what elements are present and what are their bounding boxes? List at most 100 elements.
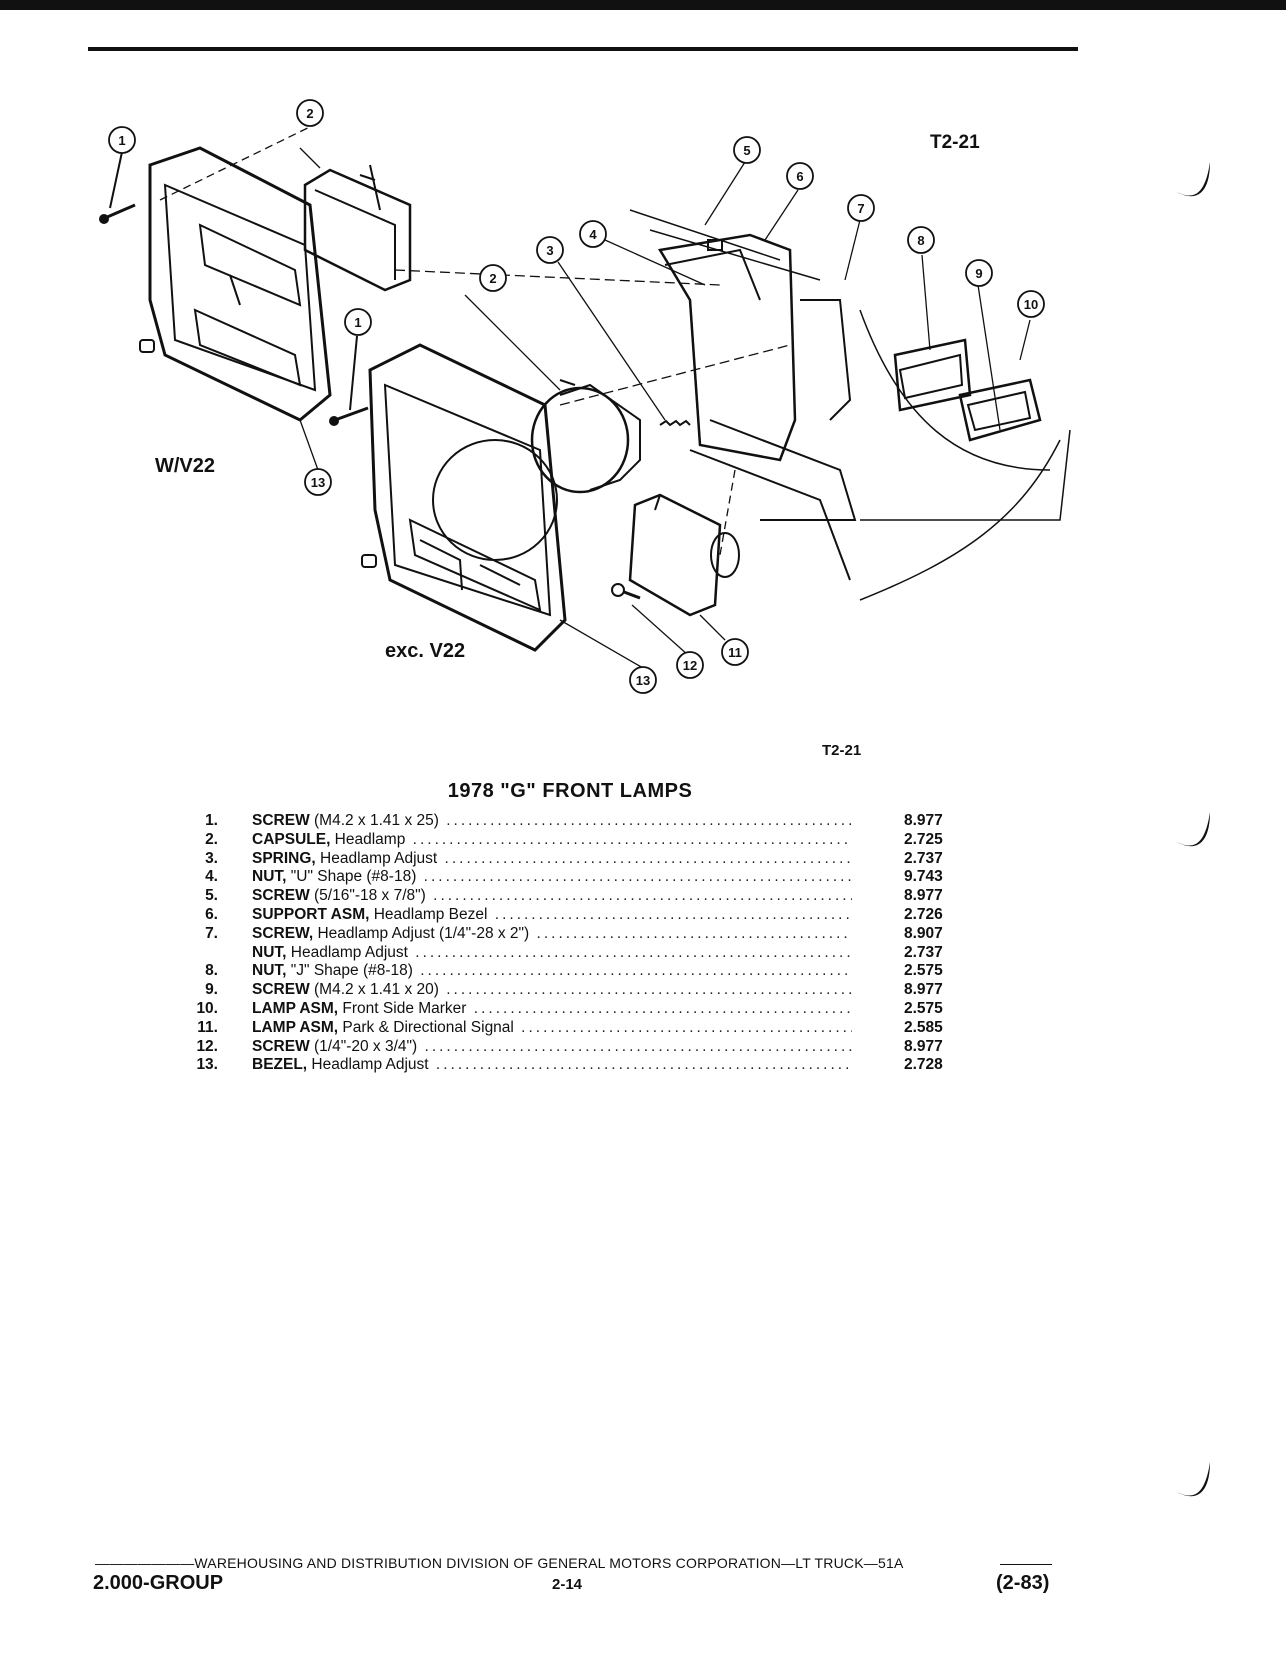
part-number: 4. bbox=[205, 868, 218, 886]
parts-list-row: 13.BEZEL, Headlamp Adjust ..............… bbox=[160, 1056, 960, 1075]
leader-dots: ........................................… bbox=[494, 905, 852, 923]
part-number: 3. bbox=[205, 849, 218, 867]
part-group-code: 9.743 bbox=[904, 868, 943, 886]
support-asm-drawing bbox=[657, 233, 857, 581]
part-name: NUT, bbox=[252, 943, 287, 961]
parts-list-title: 1978 "G" FRONT LAMPS bbox=[447, 780, 693, 802]
binder-hook-icon bbox=[1177, 812, 1210, 847]
binder-hook-icon bbox=[1177, 162, 1210, 197]
callout-13-bottom: 13 bbox=[636, 673, 650, 688]
part-group-code: 8.977 bbox=[904, 887, 943, 905]
part-group-code: 2.728 bbox=[904, 1056, 943, 1074]
part-name: SCREW bbox=[252, 887, 310, 905]
part-name: SCREW, bbox=[252, 924, 314, 942]
part-name: NUT, bbox=[252, 962, 287, 980]
exploded-parts-diagram: 1 2 1 2 3 4 5 6 7 8 9 10 11 12 13 13 bbox=[99, 99, 1071, 694]
part-description: SUPPORT ASM, Headlamp Bezel ............… bbox=[252, 906, 852, 925]
part-group-code: 8.977 bbox=[904, 812, 943, 829]
leader-dots: ........................................… bbox=[423, 868, 852, 886]
leader-dots: ........................................… bbox=[446, 981, 852, 999]
callout-4: 4 bbox=[589, 227, 597, 242]
screw-1-top-drawing bbox=[99, 151, 136, 224]
part-detail: Park & Directional Signal bbox=[338, 1018, 514, 1036]
part-description: NUT, "J" Shape (#8-18) .................… bbox=[252, 962, 852, 981]
footer-division-line: ———————WAREHOUSING AND DISTRIBUTION DIVI… bbox=[95, 1555, 904, 1571]
callout-8: 8 bbox=[917, 233, 924, 248]
label-exc-v22: exc. V22 bbox=[385, 640, 466, 662]
part-description: SCREW (5/16"-18 x 7/8") ................… bbox=[252, 887, 852, 906]
footer-group: 2.000-GROUP bbox=[93, 1572, 224, 1594]
part-name: SCREW bbox=[252, 1037, 310, 1055]
part-detail: Front Side Marker bbox=[338, 999, 467, 1017]
top-border-rule bbox=[0, 0, 1286, 10]
part-description: NUT, Headlamp Adjust ...................… bbox=[252, 944, 852, 963]
part-name: CAPSULE, bbox=[252, 830, 331, 848]
part-description: SCREW (1/4"-20 x 3/4") .................… bbox=[252, 1038, 852, 1057]
part-number: 6. bbox=[205, 905, 218, 923]
leader-dots: ........................................… bbox=[412, 830, 852, 848]
parts-list-row: 3.SPRING, Headlamp Adjust ..............… bbox=[160, 850, 960, 869]
capsule-top-drawing bbox=[303, 164, 412, 292]
callout-12: 12 bbox=[683, 658, 697, 673]
footer-date: (2-83) bbox=[996, 1572, 1050, 1594]
fender-outline-drawing bbox=[629, 209, 1071, 601]
leader-dots: ........................................… bbox=[521, 1018, 852, 1036]
parts-list-row: 11.LAMP ASM, Park & Directional Signal .… bbox=[160, 1019, 960, 1038]
part-number: 9. bbox=[205, 981, 218, 999]
part-detail: Headlamp Adjust (1/4"-28 x 2") bbox=[313, 924, 530, 942]
leader-dots: ........................................… bbox=[420, 962, 852, 980]
part-name: LAMP ASM, bbox=[252, 999, 339, 1017]
callout-7: 7 bbox=[857, 201, 864, 216]
callout-13-left: 13 bbox=[311, 475, 325, 490]
part-detail: Headlamp Bezel bbox=[369, 905, 488, 923]
park-lamp-drawing bbox=[628, 493, 740, 617]
callout-3: 3 bbox=[546, 243, 553, 258]
part-name: SUPPORT ASM, bbox=[252, 905, 370, 923]
callout-1-mid: 1 bbox=[354, 315, 361, 330]
callout-2-top: 2 bbox=[306, 106, 313, 121]
part-name: LAMP ASM, bbox=[252, 1018, 339, 1036]
parts-list-row: 6. SUPPORT ASM, Headlamp Bezel ..........… bbox=[160, 906, 960, 925]
parts-list-row: 1.SCREW (M4.2 x 1.41 x 25) .............… bbox=[160, 812, 960, 831]
parts-list-row: 10.LAMP ASM, Front Side Marker .........… bbox=[160, 1000, 960, 1019]
part-detail: (5/16"-18 x 7/8") bbox=[309, 887, 426, 905]
part-description: NUT, "U" Shape (#8-18) .................… bbox=[252, 868, 852, 887]
leader-dots: ........................................… bbox=[444, 849, 852, 867]
part-description: LAMP ASM, Park & Directional Signal ....… bbox=[252, 1019, 852, 1038]
parts-list-row: 8. NUT, "J" Shape (#8-18) ...............… bbox=[160, 962, 960, 981]
part-name: SCREW bbox=[252, 981, 310, 999]
callout-1-top: 1 bbox=[118, 133, 125, 148]
parts-list-row: 2.CAPSULE, Headlamp ....................… bbox=[160, 831, 960, 850]
part-group-code: 2.575 bbox=[904, 999, 943, 1017]
parts-list-row: 4. NUT, "U" Shape (#8-18) ...............… bbox=[160, 868, 960, 887]
callout-5: 5 bbox=[743, 143, 750, 158]
part-number: 12. bbox=[196, 1037, 218, 1055]
parts-list-row: 5. SCREW (5/16"-18 x 7/8") ..............… bbox=[160, 887, 960, 906]
part-number: 8. bbox=[205, 962, 218, 980]
parts-list-row: 9. SCREW (M4.2 x 1.41 x 20) .............… bbox=[160, 981, 960, 1000]
spring-drawing bbox=[659, 419, 691, 427]
leader-dots: ........................................… bbox=[415, 943, 852, 961]
part-name: BEZEL, bbox=[252, 1056, 308, 1074]
binder-hook-icon bbox=[1177, 1462, 1210, 1497]
parts-list-row: 12. SCREW (1/4"-20 x 3/4") ..............… bbox=[160, 1038, 960, 1057]
part-group-code: 8.907 bbox=[904, 924, 943, 942]
part-group-code: 8.977 bbox=[904, 981, 943, 999]
leader-dots: ........................................… bbox=[446, 812, 852, 829]
leader-dots: ........................................… bbox=[424, 1037, 853, 1055]
part-description: LAMP ASM, Front Side Marker ............… bbox=[252, 1000, 852, 1019]
leader-dots: ........................................… bbox=[473, 999, 852, 1017]
part-detail: (M4.2 x 1.41 x 20) bbox=[309, 981, 439, 999]
footer-page-number: 2-14 bbox=[552, 1576, 583, 1593]
parts-list-row: 7.SCREW, Headlamp Adjust (1/4"-28 x 2") … bbox=[160, 925, 960, 944]
callout-11: 11 bbox=[728, 645, 742, 660]
part-number: 5. bbox=[205, 887, 218, 905]
part-number: 7. bbox=[205, 924, 218, 942]
part-group-code: 2.725 bbox=[904, 830, 943, 848]
part-group-code: 2.726 bbox=[904, 905, 943, 923]
part-description: CAPSULE, Headlamp ......................… bbox=[252, 831, 852, 850]
callout-2-mid: 2 bbox=[489, 271, 496, 286]
part-name: SCREW bbox=[252, 812, 310, 829]
leader-dots: ........................................… bbox=[433, 887, 852, 905]
part-detail: Headlamp Adjust bbox=[286, 943, 408, 961]
